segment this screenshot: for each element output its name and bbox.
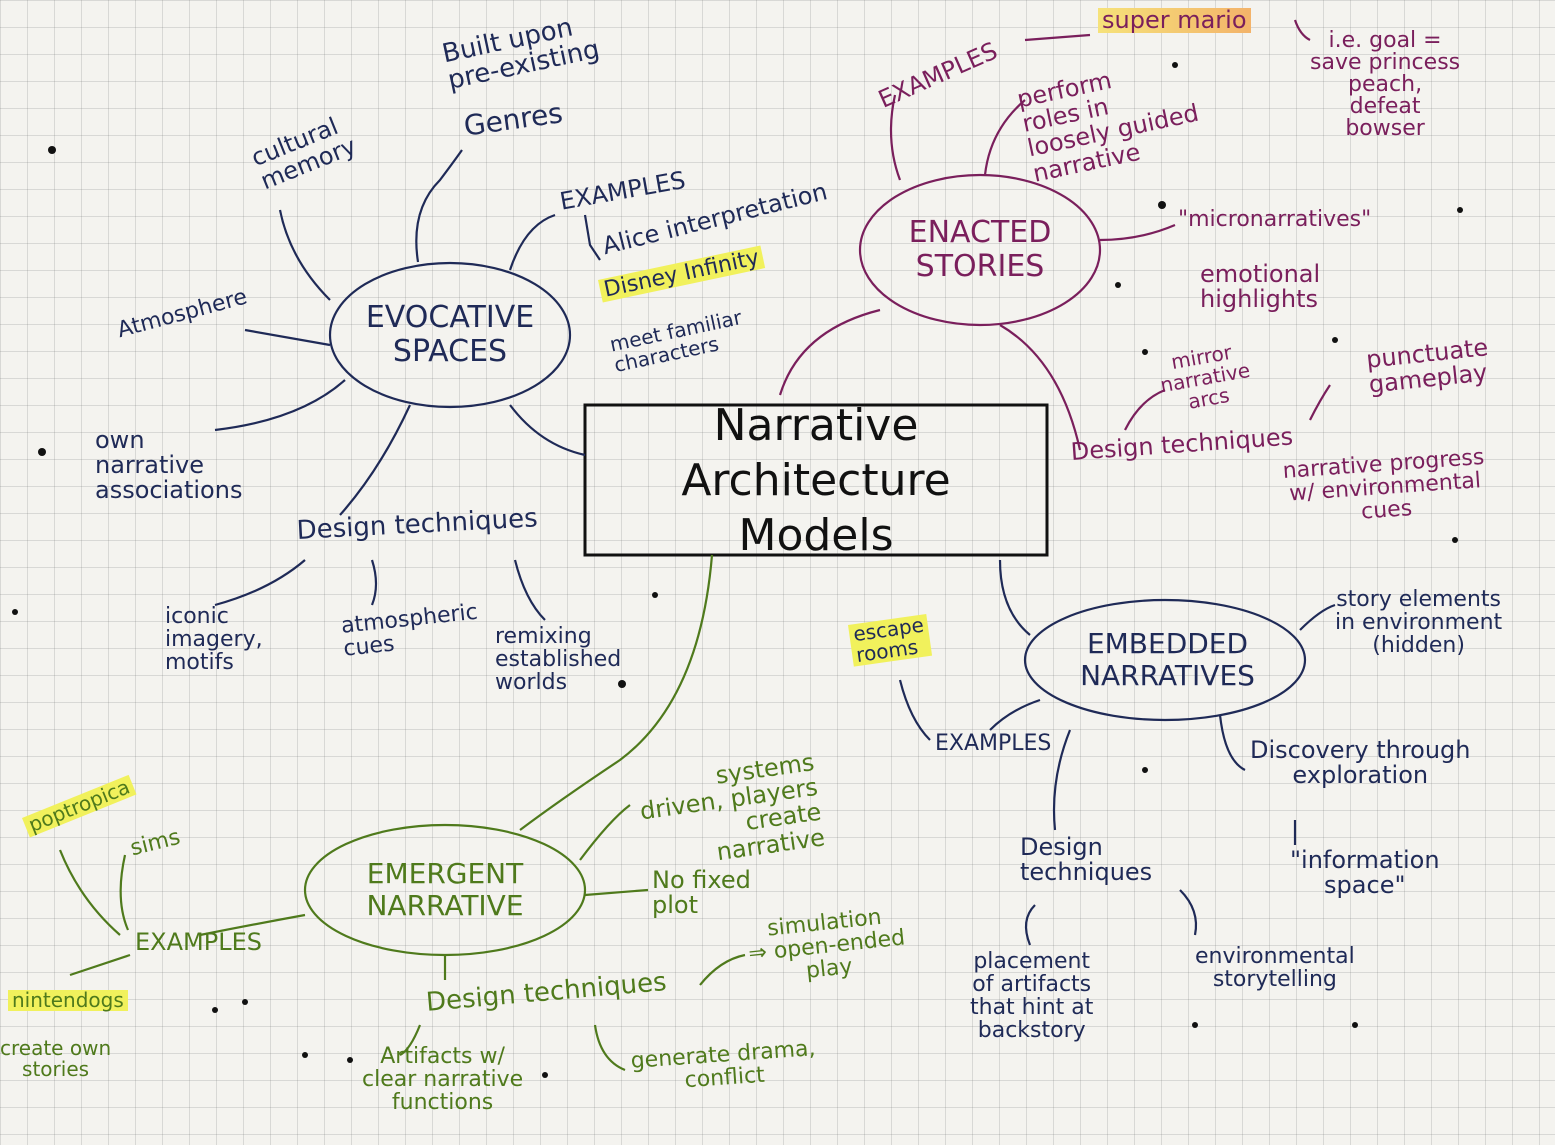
micronarratives-label: "micronarratives" [1178,207,1372,232]
center-title: Narrative Architecture Models [585,400,1047,561]
evocative-spaces-node: EVOCATIVE SPACES [365,299,535,369]
embedded-design-label: Design techniques [1020,833,1153,887]
center-title-line2: Models [738,509,894,561]
own-associations-label: own narrative associations [95,426,243,505]
discovery-label: Discovery through exploration [1250,736,1471,790]
embedded-node-outline [1023,598,1307,722]
enacted-branches [778,19,1331,451]
super-mario-label: super mario [1098,7,1251,34]
evocative-node-outline [328,261,572,409]
paper-dots [12,62,1463,1078]
enacted-stories-node: ENACTED STORIES [908,214,1052,284]
artifacts-functions-label: Artifacts w/ clear narrative functions [362,1044,524,1116]
iconic-imagery-label: iconic imagery, motifs [165,604,263,676]
information-space-label: "information space" [1290,846,1440,900]
embedded-examples-label: EXAMPLES [935,731,1052,756]
no-fixed-plot-label: No fixed plot [652,866,751,920]
nintendogs-label: nintendogs [8,990,128,1011]
emergent-narrative-node: EMERGENT NARRATIVE [366,856,524,922]
emergent-examples-label: EXAMPLES [135,928,262,956]
emergent-branches [58,554,746,1072]
remixing-worlds-label: remixing established worlds [495,624,622,696]
story-elements-label: story elements in environment (hidden) [1335,587,1503,659]
center-title-line1: Narrative Architecture [681,399,951,506]
center-box [583,403,1049,557]
enacted-node-outline [858,173,1102,327]
create-own-stories-label: create own stories [0,1036,112,1081]
narrative-progress-label: narrative progress w/ environmental cues [1281,444,1486,525]
embedded-branches [898,559,1336,946]
environmental-storytelling-label: environmental storytelling [1195,944,1355,993]
placement-artifacts-label: placement of artifacts that hint at back… [970,949,1094,1044]
evocative-branches [214,149,601,621]
emotional-highlights-label: emotional highlights [1200,260,1321,314]
mario-goal-label: i.e. goal = save princess peach, defeat … [1310,28,1461,141]
embedded-narratives-node: EMBEDDED NARRATIVES [1080,626,1255,692]
